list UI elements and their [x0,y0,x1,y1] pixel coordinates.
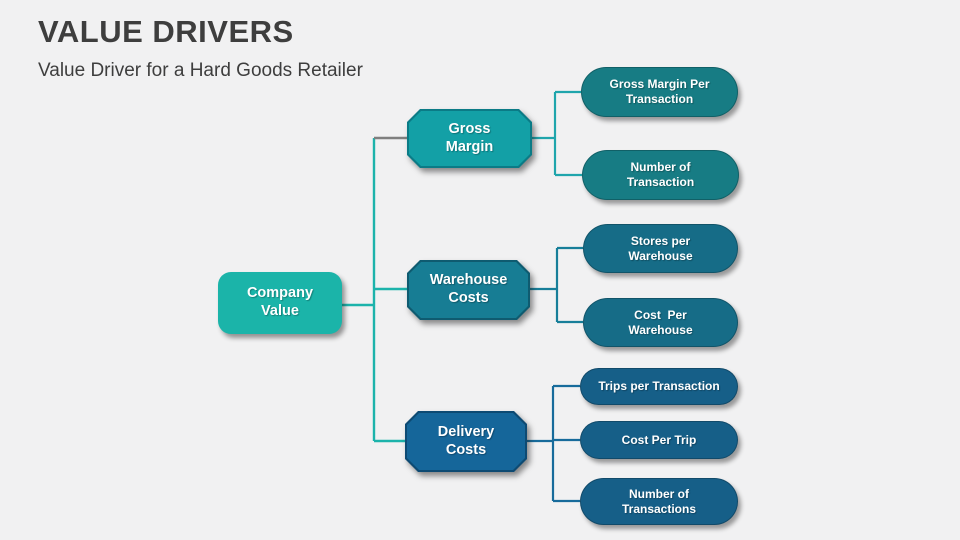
warehouse-costs-octagon: Warehouse Costs [407,260,530,320]
node-cost-per-trip: Cost Per Trip [580,421,738,459]
leaf-label: Number of Transaction [626,160,695,189]
leaf-label: Number of Transactions [621,486,697,516]
node-gross-margin-per-transaction: Gross Margin Per Transaction [581,67,738,117]
leaf-label: Cost Per Trip [621,432,697,447]
leaf-label: Stores per Warehouse [628,233,693,263]
page-subtitle: Value Driver for a Hard Goods Retailer [38,60,363,81]
node-warehouse-costs: Warehouse Costs [407,260,530,320]
page-title: VALUE DRIVERS [38,14,294,49]
connector-group-gross [532,90,582,177]
node-company-value-label: Company Value [246,285,314,319]
node-gross-margin: Gross Margin [407,109,532,168]
node-delivery-costs-label: Delivery Costs [437,423,495,458]
leaf-label: Gross Margin Per Transaction [609,77,710,106]
connector-group-warehouse [530,246,583,324]
node-gross-margin-label: Gross Margin [445,120,494,155]
node-number-of-transactions: Number of Transactions [580,478,738,525]
leaf-label: Trips per Transaction [598,379,720,394]
node-number-of-transaction: Number of Transaction [582,150,739,200]
node-warehouse-costs-label: Warehouse Costs [429,272,508,306]
node-trips-per-transaction: Trips per Transaction [580,368,738,405]
node-company-value: Company Value [218,272,342,334]
delivery-costs-octagon: Delivery Costs [405,411,527,472]
node-cost-per-warehouse: Cost Per Warehouse [583,298,738,347]
node-stores-per-warehouse: Stores per Warehouse [583,224,738,273]
gross-margin-octagon: Gross Margin [407,109,532,168]
node-delivery-costs: Delivery Costs [405,411,527,472]
leaf-label: Cost Per Warehouse [628,307,693,337]
connector-group-delivery [527,384,580,503]
